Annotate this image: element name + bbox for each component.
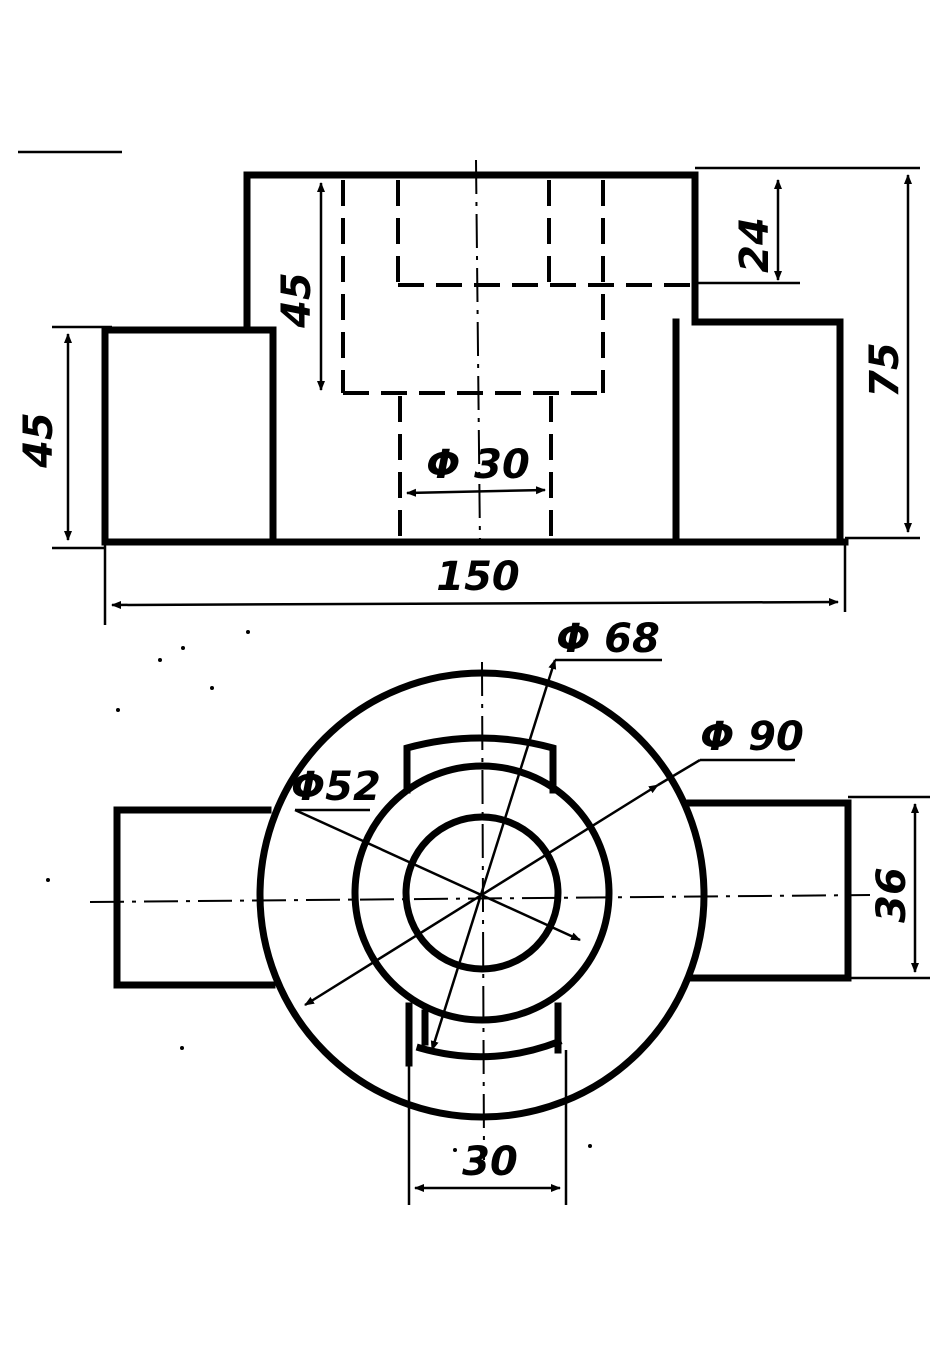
dim-boss-diameter: Φ 68 bbox=[430, 616, 662, 1051]
front-view-centerline bbox=[475, 159, 481, 546]
dim-arm-width: 36 bbox=[848, 795, 930, 980]
dim-top-depth-label: 24 bbox=[732, 217, 778, 273]
dim-bore-diameter-label: Φ 30 bbox=[426, 442, 530, 488]
top-view-left-arm bbox=[113, 806, 276, 989]
dim-outer-diameter-label: Φ 90 bbox=[700, 714, 804, 760]
dim-inner-depth: 45 bbox=[274, 182, 325, 391]
front-view-hidden-lines bbox=[341, 180, 695, 540]
top-view: Φ 68 Φ 90 Φ52 36 30 bbox=[89, 616, 930, 1205]
dim-overall-length: 150 bbox=[103, 545, 847, 625]
dim-inner-depth-label: 45 bbox=[274, 272, 320, 329]
dim-cavity-diameter: Φ52 bbox=[291, 764, 581, 942]
dim-bore-diameter: Φ 30 bbox=[406, 442, 546, 497]
dim-boss-diameter-label: Φ 68 bbox=[556, 616, 660, 662]
dim-left-height-label: 45 bbox=[16, 412, 62, 469]
scan-speckles bbox=[46, 630, 592, 1152]
top-view-right-arm bbox=[686, 799, 852, 982]
top-view-bottom-slot bbox=[405, 1002, 563, 1067]
dim-total-height-label: 75 bbox=[862, 342, 908, 398]
dim-overall-length-label: 150 bbox=[436, 554, 520, 600]
dim-top-depth: 24 bbox=[695, 179, 800, 285]
dim-arm-width-label: 36 bbox=[869, 867, 915, 923]
dim-slot-width-label: 30 bbox=[462, 1139, 518, 1185]
dim-slot-width: 30 bbox=[407, 1050, 568, 1205]
front-view-outline bbox=[101, 171, 849, 546]
dim-left-height: 45 bbox=[16, 325, 112, 550]
front-view: 45 45 24 75 Φ 30 150 bbox=[16, 159, 920, 625]
dim-total-height: 75 bbox=[695, 166, 920, 540]
dim-cavity-diameter-label: Φ52 bbox=[291, 764, 381, 810]
